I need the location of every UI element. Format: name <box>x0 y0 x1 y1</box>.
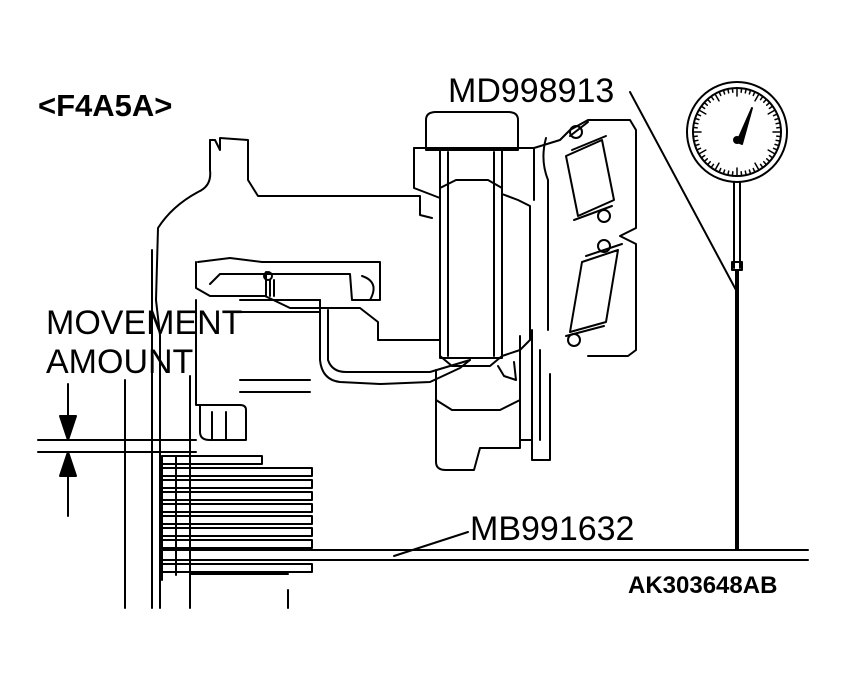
dial-tick <box>694 123 698 124</box>
dial-tick <box>723 90 724 94</box>
dial-tick <box>767 159 770 162</box>
dial-tick <box>764 162 767 165</box>
dial-tick <box>697 148 701 150</box>
dial-tick <box>768 110 775 114</box>
clutch-plates <box>162 456 312 580</box>
dial-tick <box>775 144 779 145</box>
dial-tick <box>774 114 778 116</box>
dial-tick <box>769 106 772 108</box>
dial-tick <box>761 164 763 167</box>
model-label: <F4A5A> <box>38 88 173 123</box>
dial-tick <box>704 103 707 106</box>
dial-tick <box>764 99 767 102</box>
tool-label-md998913: MD998913 <box>448 72 615 110</box>
dial-tick <box>749 90 750 94</box>
dial-tick <box>715 94 719 101</box>
dial-tick <box>719 169 721 173</box>
dial-tick <box>776 140 780 141</box>
dial-tick <box>775 118 779 119</box>
lower-hub <box>436 330 550 470</box>
dial-gauge-icon <box>687 82 787 550</box>
arrow-down-icon <box>60 416 76 440</box>
dial-tick <box>767 103 770 106</box>
dial-tick <box>695 118 699 119</box>
dial-tick <box>697 114 701 116</box>
dial-tick <box>745 171 746 175</box>
dial-tick <box>753 169 755 173</box>
dial-tick <box>704 159 707 162</box>
dial-tick <box>768 150 775 154</box>
bolt-tool <box>414 112 636 366</box>
dial-tick <box>695 144 699 145</box>
dial-tick <box>711 164 713 167</box>
dial-tick <box>694 140 698 141</box>
housing <box>156 138 470 405</box>
tool-label-mb991632: MB991632 <box>470 510 635 548</box>
dial-tick <box>699 110 706 114</box>
dial-tick <box>711 96 713 99</box>
dial-tick <box>723 170 724 174</box>
dial-tick <box>708 99 711 102</box>
bearing-upper <box>566 126 614 222</box>
leader-lines <box>394 92 736 556</box>
dial-tick <box>701 156 704 158</box>
dial-tick <box>699 150 706 154</box>
movement-label-line2: AMOUNT <box>46 343 194 381</box>
bottom-plate <box>160 550 808 560</box>
dial-tick <box>728 171 729 175</box>
figure-code: AK303648AB <box>628 572 778 599</box>
dial-tick <box>708 162 711 165</box>
dial-tick <box>755 163 759 170</box>
dial-tick <box>755 94 759 101</box>
dial-tick <box>719 92 721 96</box>
movement-reference <box>38 384 196 516</box>
dial-tick <box>776 123 780 124</box>
movement-label-line1: MOVEMENT <box>46 304 243 342</box>
dial-tick <box>701 106 704 108</box>
dial-tick <box>774 148 778 150</box>
arrow-up-icon <box>60 452 76 476</box>
piston-block <box>200 405 246 440</box>
dial-tick <box>761 96 763 99</box>
dial-tick <box>745 89 746 93</box>
bearing-lower <box>566 240 622 346</box>
dial-tick <box>769 156 772 158</box>
dial-tick <box>728 89 729 93</box>
dial-tick <box>749 170 750 174</box>
dial-tick <box>715 163 719 170</box>
dial-tick <box>753 92 755 96</box>
